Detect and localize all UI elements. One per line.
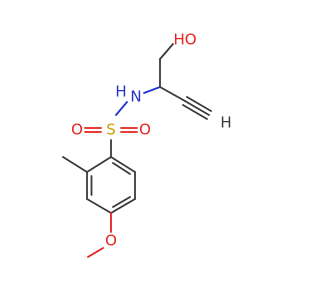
ring-inner-2 <box>112 196 131 208</box>
ring-c6-c1 <box>110 156 136 173</box>
ring-c1-c2 <box>86 156 112 173</box>
sulfonyl-o-right-label: O <box>139 121 151 139</box>
ring-c4-c5 <box>110 198 136 214</box>
ring-inner-3 <box>112 162 131 175</box>
amine-label: N <box>130 88 141 106</box>
hydroxyl-label: HO <box>173 31 196 49</box>
bond-triple-3 <box>182 104 208 120</box>
sulfonyl-o-left-label: O <box>71 121 83 139</box>
bond-ch2-oh <box>159 43 174 60</box>
atom-labels: HO N H S O O H O <box>71 31 232 250</box>
sulfur-label: S <box>106 121 116 139</box>
bond-n-s <box>115 101 128 116</box>
bond-triple-2 <box>186 96 212 112</box>
bond-omethoxy-ch3 <box>87 247 104 258</box>
alkyne-h-label: H <box>220 114 231 132</box>
ring-c3-c4 <box>86 198 112 214</box>
bond-methyl <box>62 156 88 173</box>
bond-ch-n <box>143 86 161 94</box>
bonds <box>62 43 212 258</box>
bond-triple-1 <box>184 100 210 116</box>
amine-h-label: H <box>115 83 126 101</box>
structure-diagram: HO N H S O O H O <box>62 31 232 258</box>
methoxy-o-label: O <box>105 232 117 250</box>
bond-ch-alkyne <box>159 86 186 102</box>
